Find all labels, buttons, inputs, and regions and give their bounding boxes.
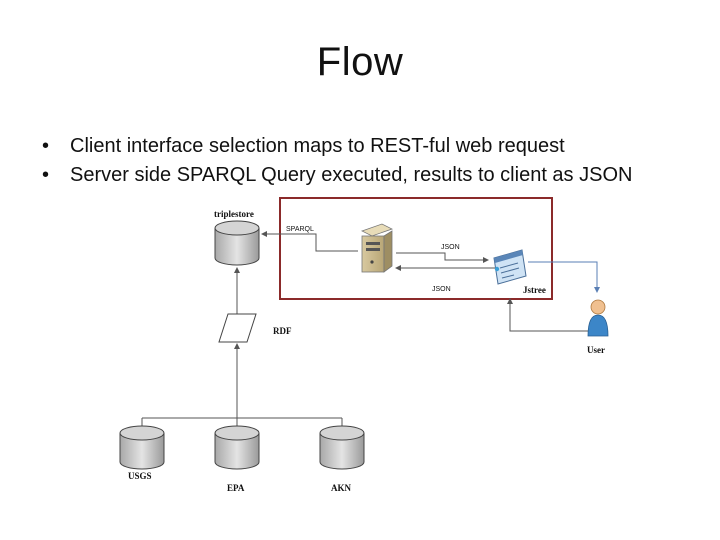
jstree-label: Jstree	[523, 285, 546, 295]
user-icon	[587, 299, 609, 337]
usgs-label: USGS	[128, 471, 152, 481]
bullet-item: • Client interface selection maps to REST…	[40, 132, 632, 161]
rdf-label: RDF	[273, 326, 292, 336]
bullet-text: Client interface selection maps to REST-…	[70, 135, 565, 157]
bullet-text: Server side SPARQL Query executed, resul…	[70, 164, 633, 186]
jstree-to-user-arrow	[528, 261, 600, 293]
json-response-arrow	[396, 252, 489, 263]
triplestore-label: triplestore	[214, 209, 254, 219]
bullet-dot-icon: •	[42, 135, 50, 157]
bullet-item: • Server side SPARQL Query executed, resu…	[40, 161, 632, 190]
json-request-arrow	[395, 265, 503, 280]
jstree-browser-icon	[493, 249, 527, 285]
usgs-disk-icon	[119, 425, 165, 470]
sparql-query-arrow	[261, 231, 358, 252]
bullet-list: • Client interface selection maps to REST…	[40, 132, 632, 190]
json-top-label: JSON	[441, 244, 460, 251]
epa-label: EPA	[227, 483, 245, 493]
highlight-box	[279, 197, 553, 300]
rdf-document-icon	[218, 313, 257, 343]
flow-diagram: triplestore RDF USGS EPA AKN SPARQL	[119, 197, 609, 493]
slide-title: Flow	[316, 40, 404, 84]
json-bottom-label: JSON	[432, 286, 451, 293]
sparql-label: SPARQL	[286, 226, 314, 233]
triplestore-disk-icon	[214, 220, 260, 266]
user-label: User	[587, 345, 605, 355]
akn-label: AKN	[331, 483, 352, 493]
akn-disk-icon	[319, 425, 365, 470]
epa-disk-icon	[214, 425, 260, 470]
user-to-jstree-arrow	[507, 298, 588, 332]
bullet-dot-icon: •	[42, 164, 50, 186]
server-icon	[360, 223, 394, 273]
